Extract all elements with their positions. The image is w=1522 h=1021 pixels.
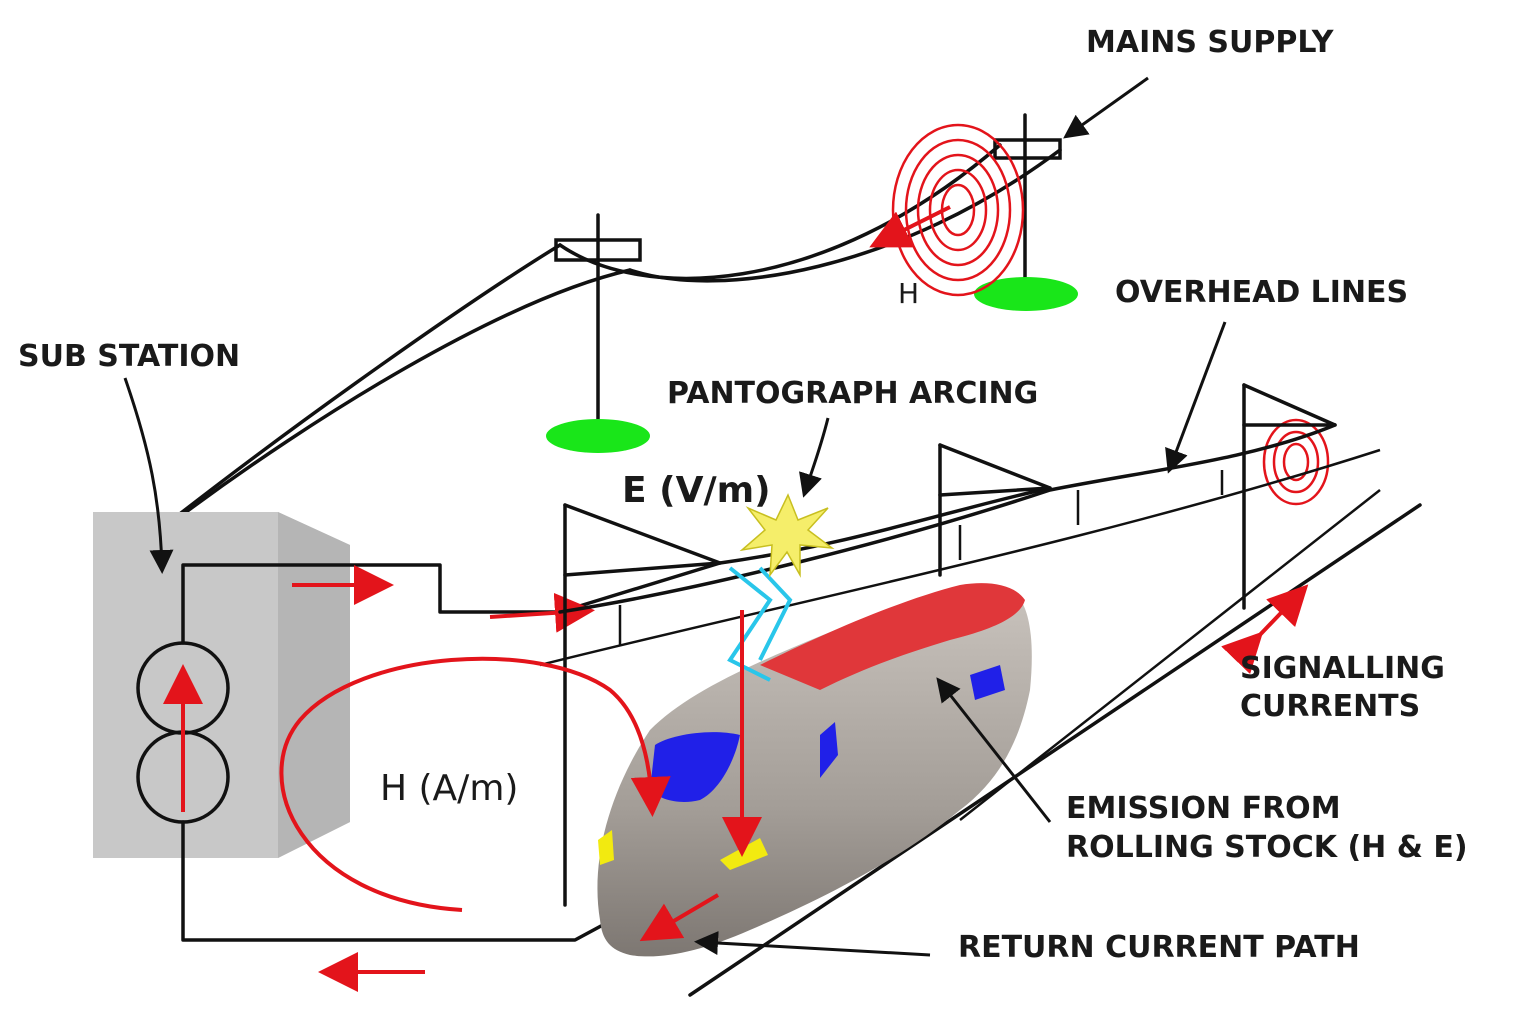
mains-current-arrow bbox=[869, 205, 951, 248]
overhead-lines-pointer bbox=[1165, 321, 1227, 474]
train-headlight-left bbox=[598, 830, 614, 865]
h-field-rings-signalling bbox=[1262, 418, 1330, 506]
signalling-currents-label-2: CURRENTS bbox=[1240, 689, 1420, 724]
sub-station-label: SUB STATION bbox=[18, 339, 240, 374]
mains-supply-label: MAINS SUPPLY bbox=[1086, 25, 1335, 60]
mains-pylon-1 bbox=[546, 213, 650, 453]
pantograph-arcing-pointer bbox=[799, 417, 830, 498]
mains-supply-line bbox=[170, 113, 1078, 522]
catenary-mast-2 bbox=[938, 443, 1080, 577]
train-return-arrow bbox=[639, 893, 720, 942]
e-field-label: E (V/m) bbox=[622, 470, 771, 511]
substation bbox=[93, 512, 350, 858]
train bbox=[597, 566, 1032, 957]
return-current-pointer bbox=[694, 931, 931, 957]
pylon-base-1 bbox=[546, 419, 650, 453]
train-body bbox=[597, 588, 1032, 957]
arc-star-icon bbox=[739, 493, 835, 578]
emission-label-2: ROLLING STOCK (H & E) bbox=[1066, 830, 1468, 865]
catenary-mast-1 bbox=[563, 503, 722, 907]
pantograph-arcing-label: PANTOGRAPH ARCING bbox=[667, 376, 1038, 411]
pylon-base-2 bbox=[974, 277, 1078, 311]
signalling-current-arrow bbox=[1221, 584, 1309, 675]
catenary-mast-3 bbox=[1220, 383, 1337, 610]
train-roof bbox=[760, 583, 1025, 690]
h-field-small-label: H bbox=[898, 277, 919, 310]
h-field-label: H (A/m) bbox=[380, 768, 518, 809]
overhead-lines-label: OVERHEAD LINES bbox=[1115, 275, 1408, 310]
return-current-label: RETURN CURRENT PATH bbox=[958, 930, 1360, 965]
signalling-currents-label-1: SIGNALLING bbox=[1240, 651, 1445, 686]
mains-pylon-2 bbox=[974, 113, 1078, 311]
sub-station-pointer bbox=[123, 377, 174, 574]
emission-pointer bbox=[936, 677, 1052, 823]
pantograph bbox=[727, 566, 773, 682]
overhead-lines bbox=[539, 383, 1381, 907]
train-side-window-2 bbox=[970, 665, 1005, 700]
train-windscreen bbox=[650, 732, 740, 802]
train-side-window-1 bbox=[820, 722, 838, 778]
h-field-loop bbox=[279, 656, 671, 912]
emission-label-1: EMISSION FROM bbox=[1066, 791, 1341, 826]
mains-supply-pointer bbox=[1063, 76, 1149, 139]
